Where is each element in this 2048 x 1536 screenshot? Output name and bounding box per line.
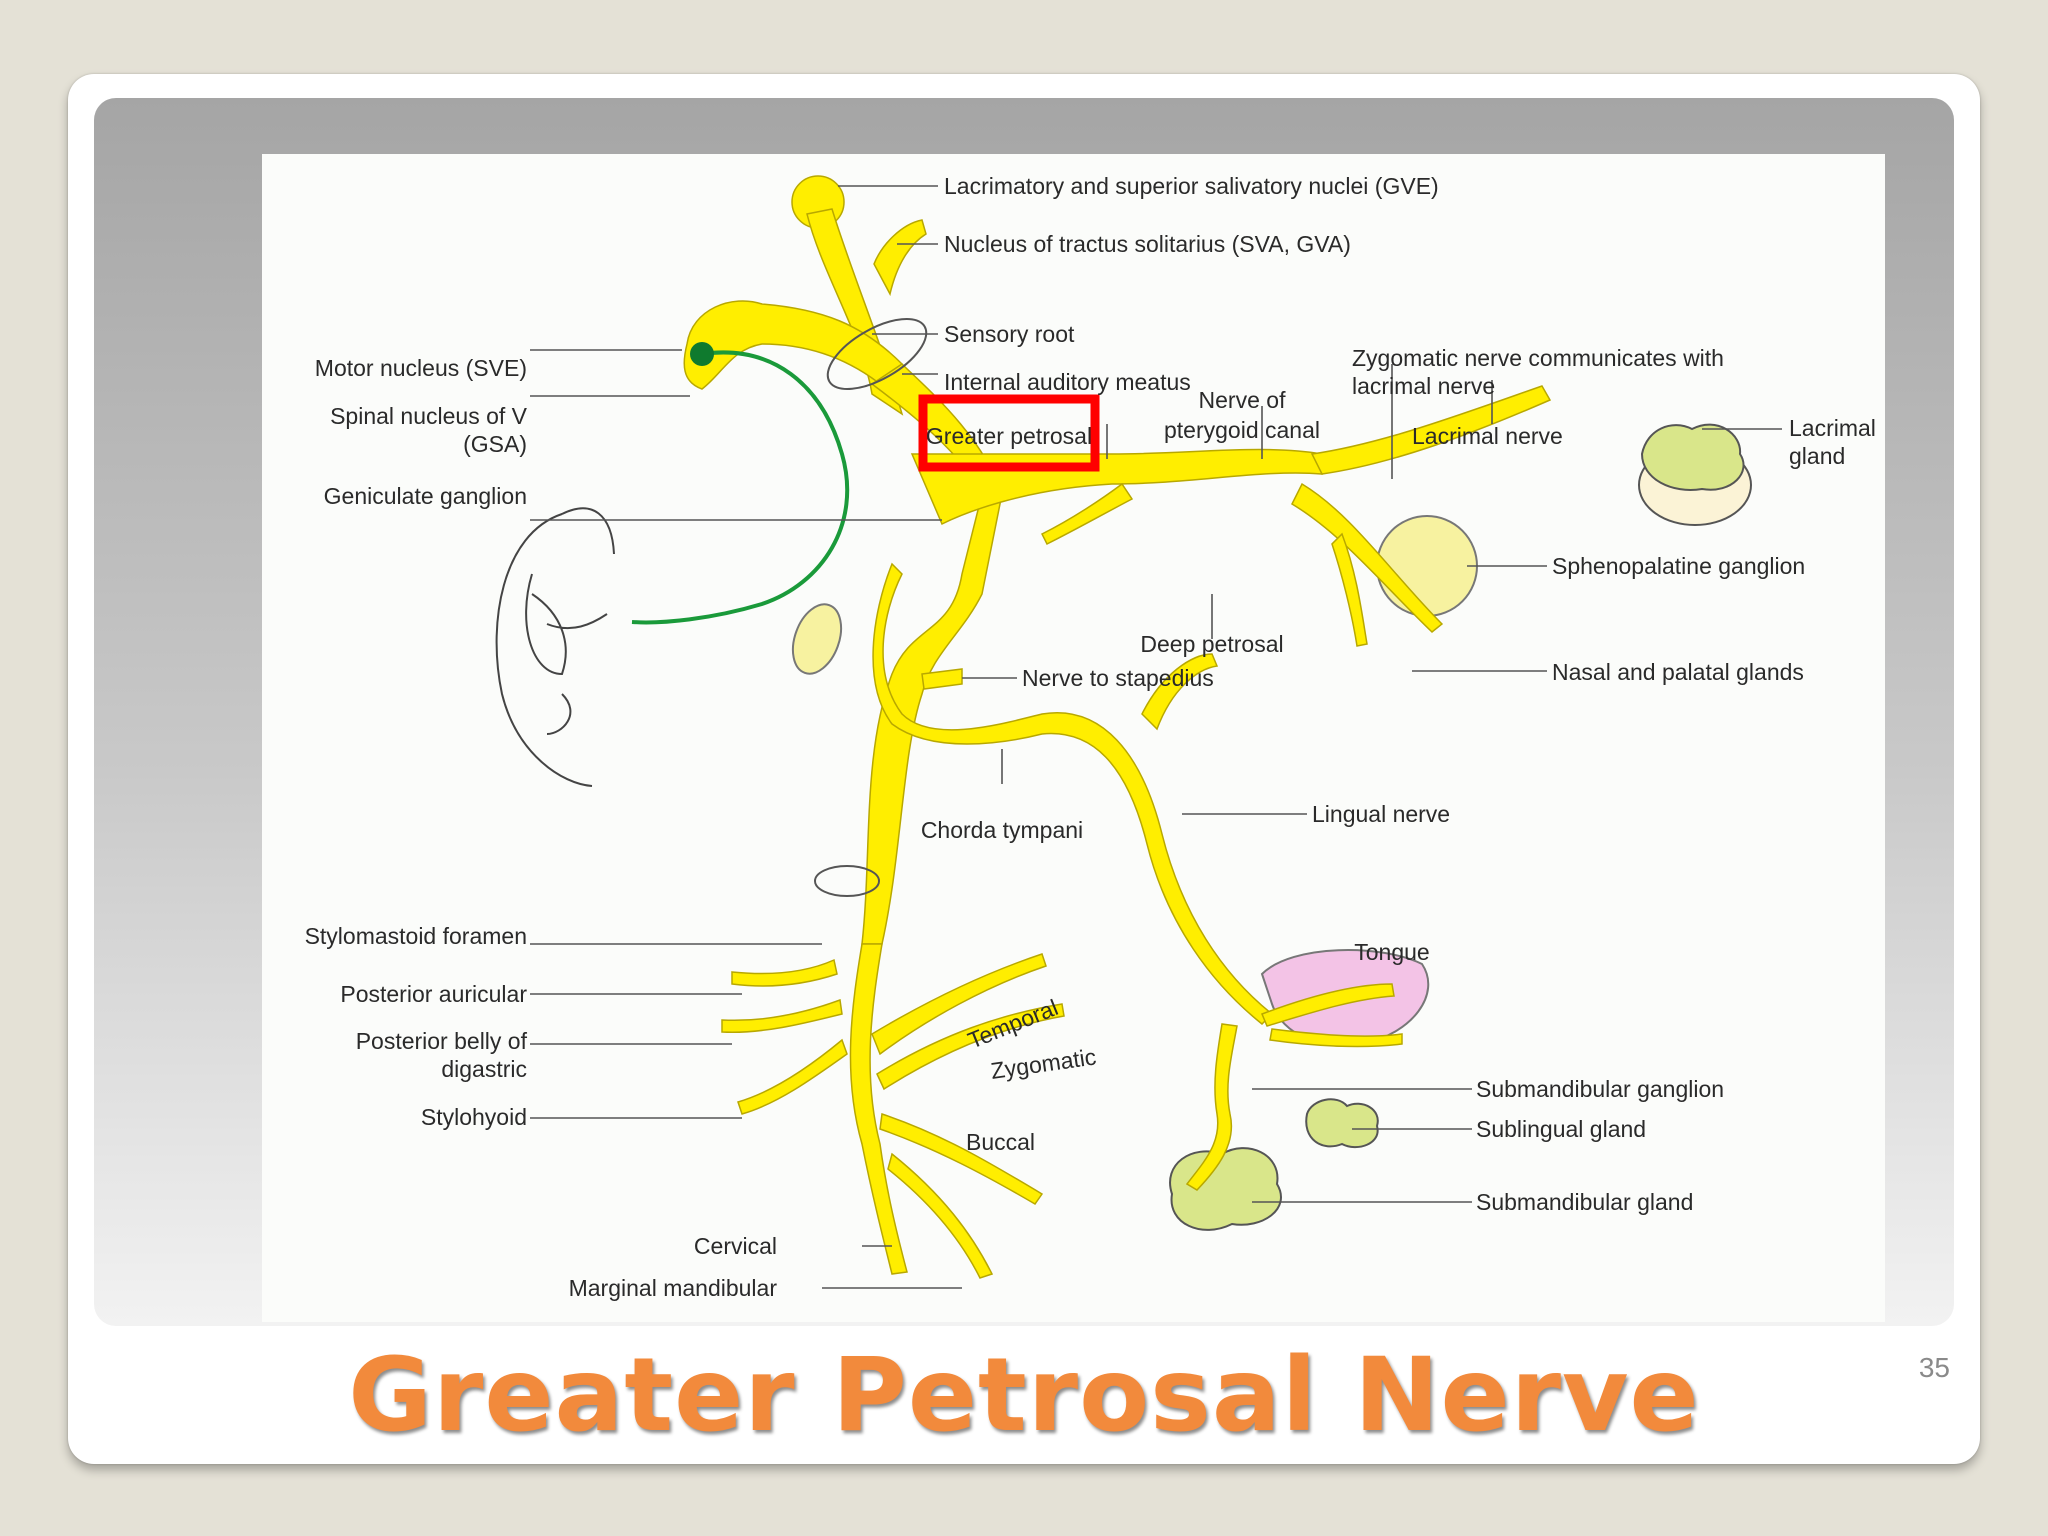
label-marginal: Marginal mandibular [569, 1275, 778, 1301]
sensory-pathway-line [631, 350, 850, 625]
label-chorda: Chorda tympani [921, 817, 1083, 843]
facial-nerve-diagram: Lacrimatory and superior salivatory nucl… [262, 154, 1885, 1322]
label-sensory-root: Sensory root [944, 321, 1075, 347]
label-stapedius: Nerve to stapedius [1022, 665, 1214, 691]
label-submandibular-gland: Submandibular gland [1476, 1189, 1693, 1215]
label-lacrimal-gland-1: Lacrimal [1789, 415, 1876, 441]
label-spinal-nucleus-1: Spinal nucleus of V [330, 403, 528, 429]
greater-petrosal-highlight [918, 394, 1100, 472]
label-cervical: Cervical [694, 1233, 777, 1259]
label-geniculate: Geniculate ganglion [324, 483, 527, 509]
slide-title: Greater Petrosal Nerve [348, 1336, 1700, 1455]
label-spinal-nucleus-2: (GSA) [463, 431, 527, 457]
label-stylomastoid: Stylomastoid foramen [305, 923, 527, 949]
label-post-belly-2: digastric [441, 1056, 527, 1082]
label-post-belly-1: Posterior belly of [356, 1028, 528, 1054]
label-stylohyoid: Stylohyoid [421, 1104, 527, 1130]
facial-nerve-trunk [683, 175, 1552, 1279]
lacrimal-gland-top [1640, 423, 1745, 491]
label-lacrimal-gland-2: gland [1789, 443, 1845, 469]
internal-meatus-ring [826, 318, 928, 390]
label-pterygoid-1: Nerve of [1199, 387, 1287, 413]
submandibular-gland-shape [1169, 1147, 1282, 1231]
image-frame: Lacrimatory and superior salivatory nucl… [94, 98, 1954, 1326]
slide: Lacrimatory and superior salivatory nucl… [68, 74, 1980, 1464]
label-zygomatic: Zygomatic [989, 1043, 1098, 1084]
diagram-svg: Lacrimatory and superior salivatory nucl… [305, 173, 1876, 1301]
label-tractus: Nucleus of tractus solitarius (SVA, GVA) [944, 231, 1351, 257]
label-sublingual: Sublingual gland [1476, 1116, 1646, 1142]
spinal-nucleus-dot [690, 342, 714, 366]
label-pterygoid-2: pterygoid canal [1164, 417, 1320, 443]
sublingual-gland-shape [1305, 1098, 1379, 1149]
ear-outline [495, 507, 615, 787]
label-lacrimal-nerve: Lacrimal nerve [1412, 423, 1563, 449]
label-temporal: Temporal [964, 994, 1061, 1054]
label-post-auricular: Posterior auricular [340, 981, 527, 1007]
label-tongue: Tongue [1354, 939, 1429, 965]
label-lacrimatory: Lacrimatory and superior salivatory nucl… [944, 173, 1439, 199]
label-internal-meatus: Internal auditory meatus [944, 369, 1191, 395]
label-greater-petrosal: Greater petrosal [926, 423, 1092, 449]
stylomastoid-ring [814, 865, 880, 897]
label-sphenopalatine: Sphenopalatine ganglion [1552, 553, 1805, 579]
parotid-like-ellipse [791, 603, 843, 675]
label-zygomatic-comm-1: Zygomatic nerve communicates with [1352, 345, 1724, 371]
label-submandibular-ganglion: Submandibular ganglion [1476, 1076, 1724, 1102]
leader-lines [530, 185, 1782, 1289]
page-number: 35 [1918, 1352, 1950, 1383]
label-buccal: Buccal [966, 1129, 1035, 1155]
label-nasal-palatal: Nasal and palatal glands [1552, 659, 1804, 685]
label-lingual: Lingual nerve [1312, 801, 1450, 827]
label-motor-nucleus: Motor nucleus (SVE) [315, 355, 527, 381]
sphenopalatine-ganglion-shape [1376, 515, 1478, 617]
label-deep-petrosal: Deep petrosal [1140, 631, 1283, 657]
label-zygomatic-comm-2: lacrimal nerve [1352, 373, 1495, 399]
